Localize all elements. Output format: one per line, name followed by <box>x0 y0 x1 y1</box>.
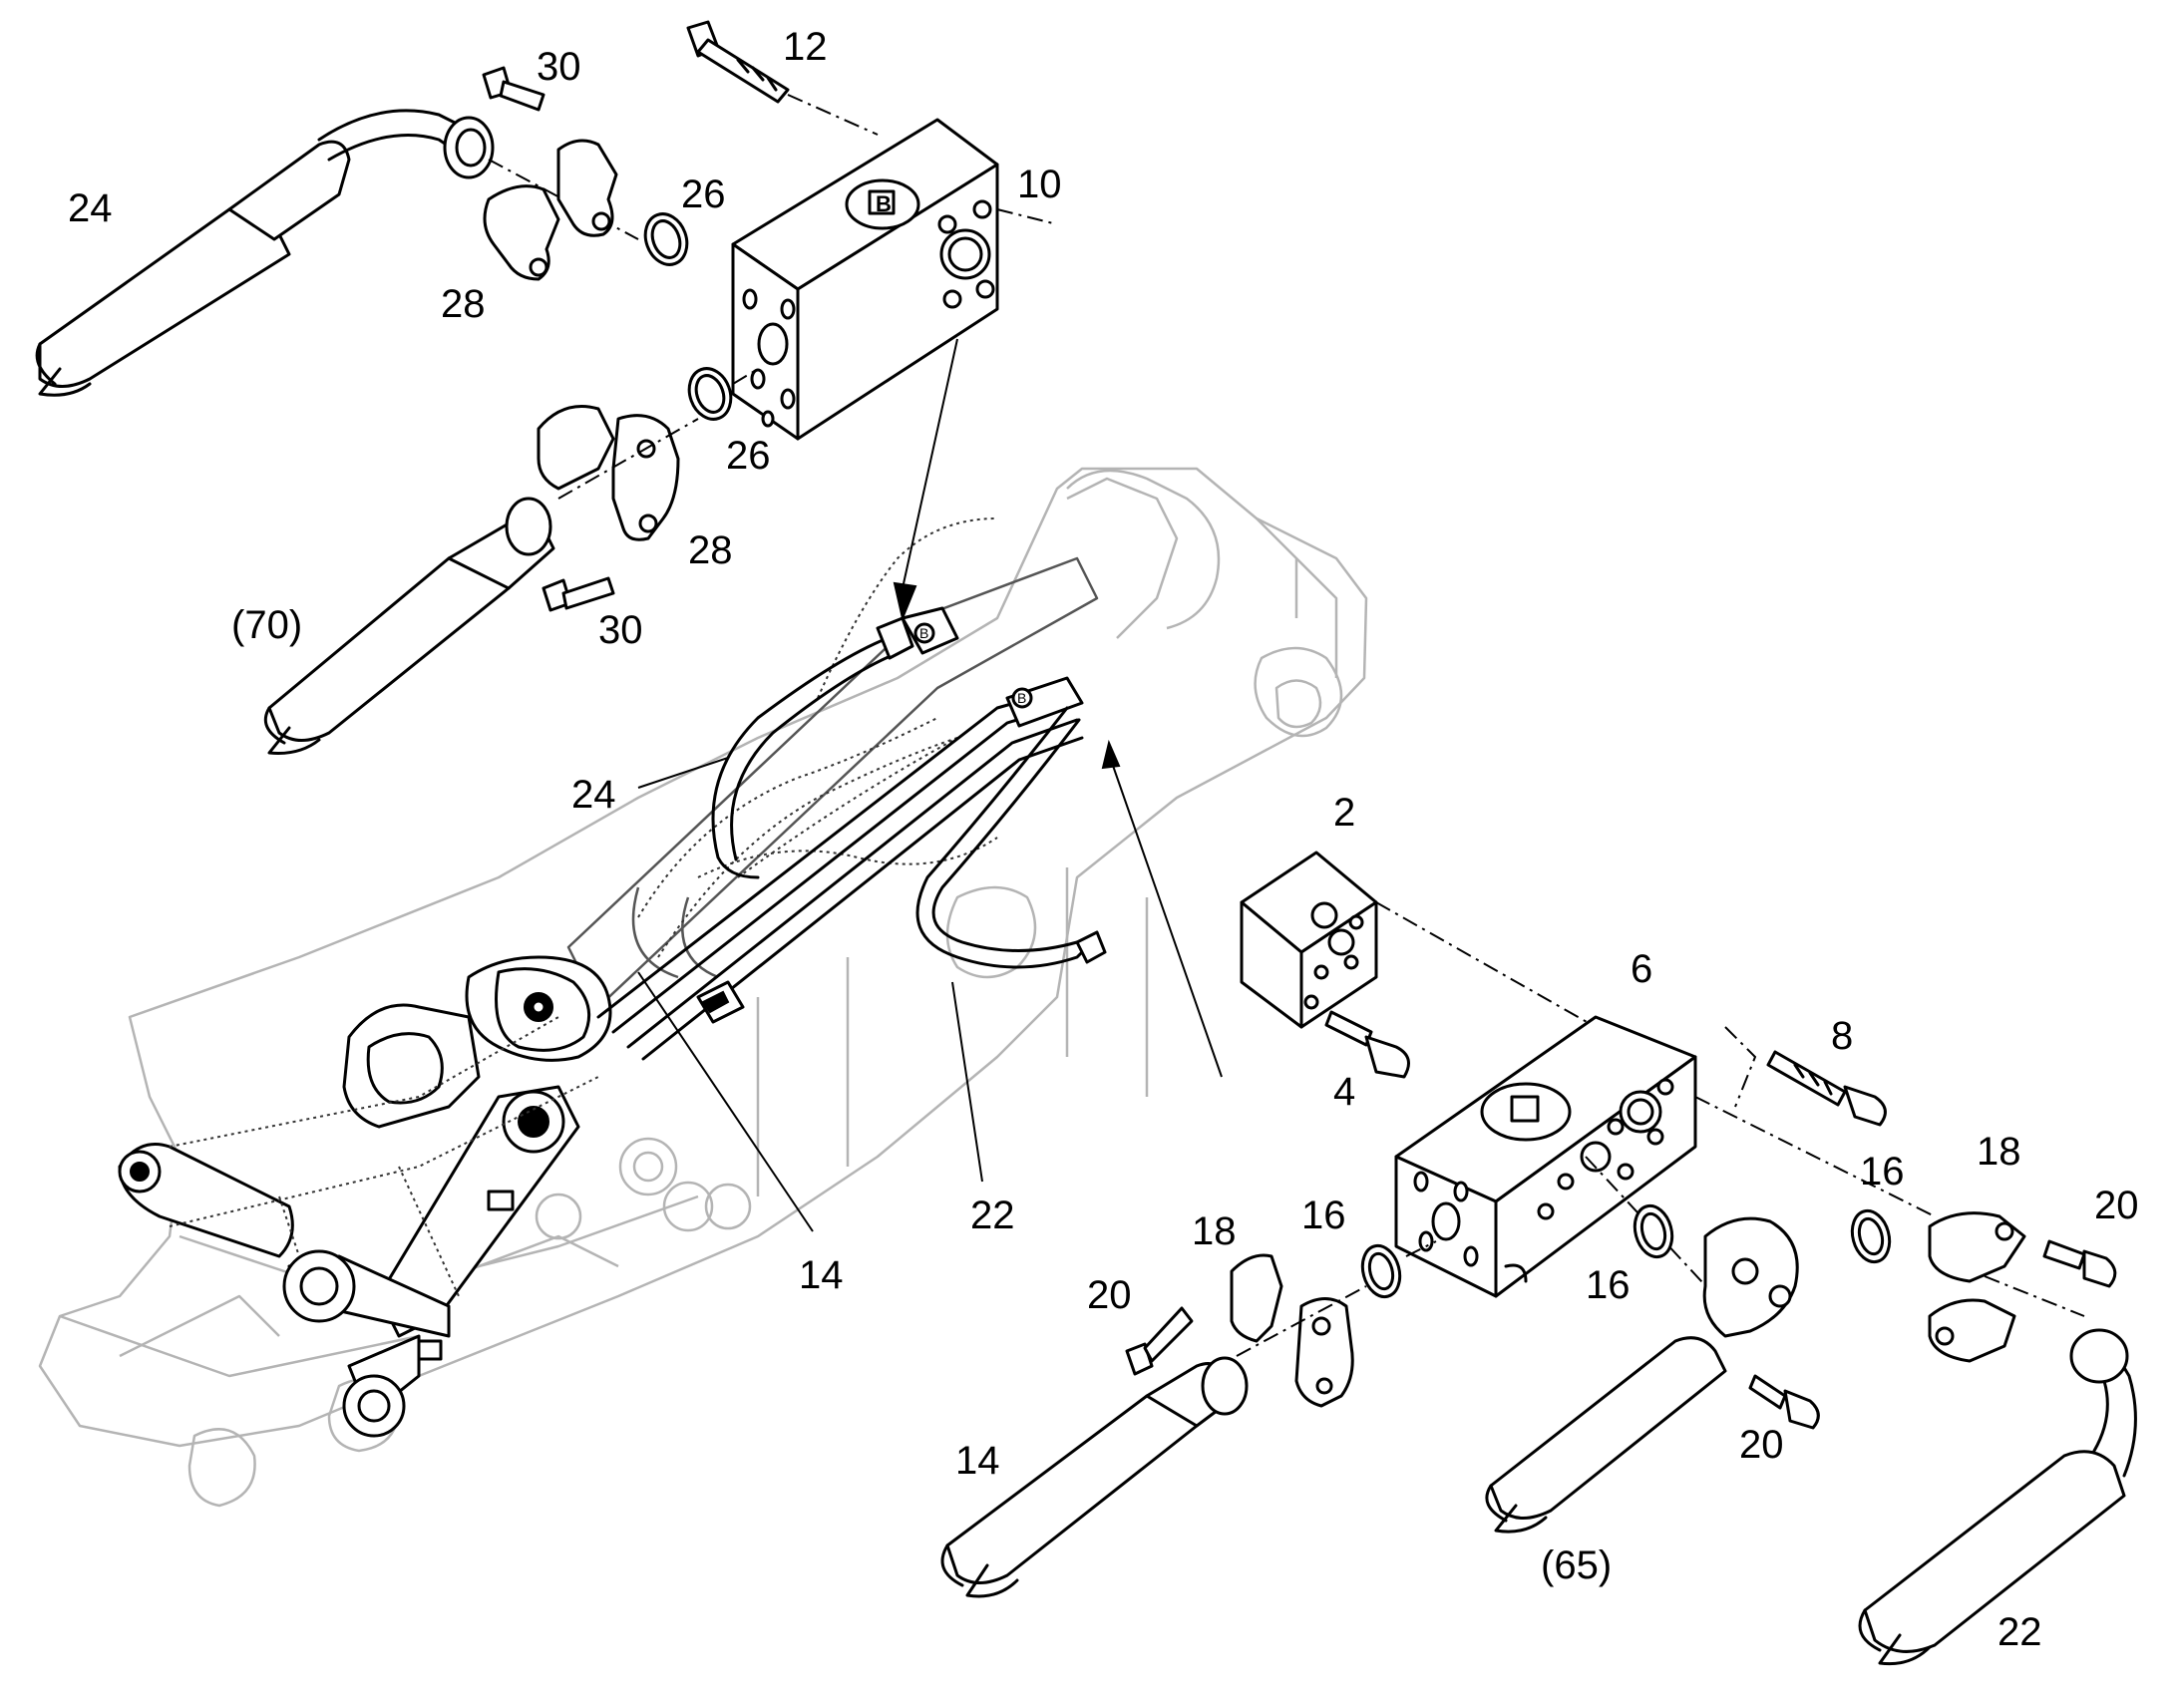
boom-frame <box>38 467 1368 1508</box>
boom-mechanism <box>118 517 1099 1438</box>
callout-30-mid: 30 <box>598 608 643 652</box>
callout-24-boom: 24 <box>571 773 616 817</box>
boom-hoses: B B <box>596 606 1107 1061</box>
callout-30-top: 30 <box>537 45 581 89</box>
callout-26-top: 26 <box>681 172 726 216</box>
callout-16-right: 16 <box>1860 1150 1905 1194</box>
callout-26-mid: 26 <box>726 434 771 478</box>
callout-20-right: 20 <box>2094 1184 2139 1227</box>
callout-20-bottom: 20 <box>1739 1423 1784 1467</box>
lower-valve-assembly <box>940 739 2137 1666</box>
block-marker-right: B <box>1017 690 1026 706</box>
callout-4: 4 <box>1333 1070 1355 1114</box>
callout-14-bottom: 14 <box>955 1439 1000 1483</box>
callout-16-mid: 16 <box>1586 1263 1631 1307</box>
callout-22-bottom: 22 <box>1998 1610 2042 1654</box>
callout-8: 8 <box>1831 1014 1853 1058</box>
callout-14-boom: 14 <box>799 1253 844 1297</box>
callout-18-right: 18 <box>1977 1130 2021 1174</box>
callout-28-top: 28 <box>441 282 486 326</box>
callout-24-top: 24 <box>68 186 113 230</box>
callout-18-left: 18 <box>1192 1209 1237 1253</box>
callout-12: 12 <box>783 25 828 69</box>
callout-20-left: 20 <box>1087 1273 1132 1317</box>
callout-65: (65) <box>1541 1543 1612 1587</box>
callout-70: (70) <box>231 603 302 647</box>
callout-10: 10 <box>1017 163 1062 206</box>
block-marker-left: B <box>919 625 928 641</box>
callout-16-left: 16 <box>1301 1194 1346 1237</box>
callout-2: 2 <box>1333 791 1355 835</box>
block-marker-top: B <box>876 191 892 216</box>
callout-6: 6 <box>1631 947 1652 991</box>
callout-22-boom: 22 <box>970 1194 1015 1237</box>
top-valve-assembly <box>35 20 1058 755</box>
leader-lines <box>637 757 983 1232</box>
callout-labels: 24 30 12 10 26 28 26 28 (70) 30 24 2 6 8… <box>68 25 2139 1654</box>
callout-28-mid: 28 <box>688 528 733 572</box>
